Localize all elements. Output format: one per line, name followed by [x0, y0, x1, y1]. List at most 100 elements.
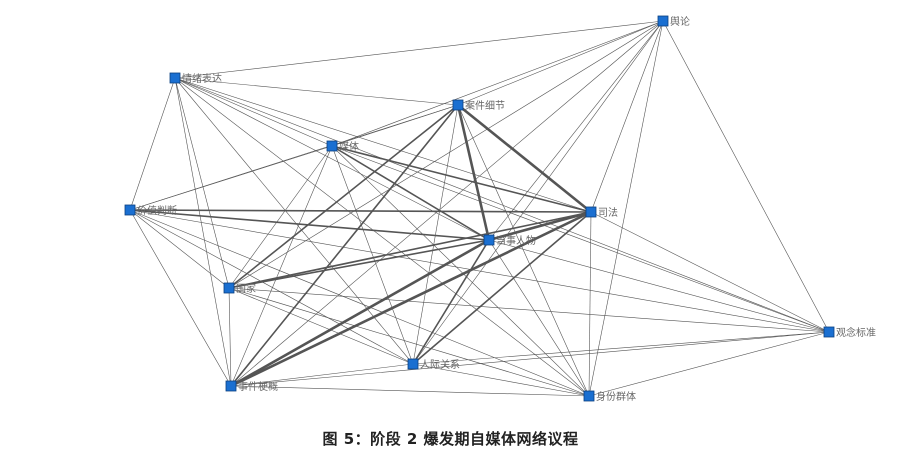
- node-shenfen: 身份群体: [583, 390, 636, 403]
- edge-yulun-shenfen: [588, 20, 664, 397]
- edge-jiazhi-dangshi: [129, 209, 490, 241]
- edge-sifa-shenfen: [588, 211, 592, 397]
- edge-guannian-renji: [412, 331, 830, 365]
- edge-qingxu-guannian: [174, 77, 830, 333]
- node-label: 价值判断: [137, 204, 177, 217]
- edge-meiti-sifa: [331, 145, 592, 213]
- edge-anjian-guojia: [228, 104, 459, 289]
- edge-meiti-dangshi: [331, 145, 490, 241]
- node-renji: 人际关系: [407, 358, 460, 371]
- edge-guannian-shijian: [230, 331, 830, 387]
- node-label: 观念标准: [836, 326, 876, 339]
- edge-jiazhi-guannian: [129, 209, 830, 333]
- edge-sifa-dangshi: [488, 210, 592, 242]
- edge-sifa-renji: [412, 211, 592, 365]
- node-label: 司法: [598, 206, 618, 219]
- edge-dangshi-shijian: [230, 238, 490, 388]
- edge-guojia-guannian: [228, 287, 830, 333]
- node-marker: [452, 99, 464, 111]
- node-dangshi: 当事人物: [483, 234, 536, 247]
- edge-yulun-qingxu: [174, 20, 664, 79]
- edge-qingxu-shenfen: [174, 77, 590, 397]
- edge-qingxu-renji: [174, 77, 414, 365]
- figure-caption: 图 5：阶段 2 爆发期自媒体网络议程: [322, 430, 579, 448]
- node-anjian: 案件细节: [452, 99, 505, 112]
- edge-jiazhi-shenfen: [129, 209, 590, 397]
- node-sifa: 司法: [585, 206, 618, 219]
- edge-shijian-shenfen: [230, 385, 590, 397]
- node-marker: [169, 72, 181, 84]
- edge-yulun-renji: [412, 20, 664, 365]
- edge-meiti-shijian: [230, 145, 333, 387]
- edge-jiazhi-sifa: [129, 209, 592, 213]
- edge-anjian-dangshi: [456, 104, 491, 241]
- node-shijian: 事件梗概: [225, 380, 278, 393]
- node-marker: [823, 326, 835, 338]
- node-marker: [326, 140, 338, 152]
- edge-jiazhi-shijian: [129, 209, 232, 387]
- edge-layer: [129, 20, 830, 397]
- edge-anjian-sifa: [457, 103, 592, 214]
- edge-guojia-shenfen: [228, 287, 590, 397]
- edge-yulun-guannian: [662, 20, 830, 333]
- edge-yulun-guojia: [228, 20, 664, 289]
- node-qingxu: 情绪表达: [169, 72, 222, 85]
- edge-guannian-shenfen: [588, 331, 830, 397]
- node-label: 案件细节: [465, 99, 505, 112]
- node-jiazhi: 价值判断: [124, 204, 177, 217]
- node-yulun: 舆论: [657, 15, 690, 28]
- node-marker: [124, 204, 136, 216]
- edge-qingxu-guojia: [174, 77, 230, 289]
- node-marker: [657, 15, 669, 27]
- edge-qingxu-anjian: [174, 77, 459, 106]
- edge-dangshi-renji: [412, 239, 490, 365]
- edge-yulun-meiti: [331, 20, 664, 147]
- node-marker: [223, 282, 235, 294]
- node-marker: [483, 234, 495, 246]
- edge-dangshi-guojia: [228, 239, 490, 289]
- edge-sifa-guannian: [590, 211, 830, 333]
- node-marker: [225, 380, 237, 392]
- node-guojia: 国家: [223, 282, 256, 295]
- edge-yulun-sifa: [590, 20, 664, 213]
- edge-meiti-renji: [331, 145, 414, 365]
- edge-renji-shenfen: [412, 363, 590, 397]
- edge-qingxu-meiti: [174, 77, 333, 147]
- edge-qingxu-shijian: [174, 77, 232, 387]
- edge-qingxu-jiazhi: [129, 77, 176, 211]
- edge-jiazhi-renji: [129, 209, 414, 365]
- node-label: 媒体: [339, 141, 359, 153]
- node-label: 人际关系: [420, 358, 460, 371]
- node-marker: [583, 390, 595, 402]
- edge-dangshi-shenfen: [488, 239, 590, 397]
- node-label: 情绪表达: [182, 72, 222, 85]
- edge-sifa-guojia: [228, 211, 592, 289]
- edge-meiti-jiazhi: [129, 145, 333, 211]
- edge-guojia-renji: [228, 287, 414, 365]
- edge-meiti-shenfen: [331, 145, 590, 397]
- edge-meiti-guannian: [331, 145, 830, 333]
- edge-jiazhi-guojia: [129, 209, 230, 289]
- edge-anjian-renji: [412, 104, 459, 365]
- edge-yulun-dangshi: [488, 20, 664, 241]
- node-label: 舆论: [670, 15, 690, 28]
- edge-qingxu-dangshi: [174, 77, 490, 241]
- node-label: 身份群体: [596, 390, 636, 403]
- node-label: 事件梗概: [238, 380, 278, 393]
- edge-dangshi-guannian: [488, 239, 830, 333]
- edge-yulun-anjian: [457, 20, 664, 106]
- edge-guojia-shijian: [228, 287, 232, 387]
- edge-anjian-shenfen: [457, 104, 590, 397]
- node-marker: [585, 206, 597, 218]
- edge-sifa-shijian: [230, 210, 592, 388]
- node-meiti: 媒体: [326, 140, 359, 153]
- node-guannian: 观念标准: [823, 326, 876, 339]
- edge-qingxu-sifa: [174, 77, 592, 213]
- edge-meiti-guojia: [228, 145, 333, 289]
- edge-renji-shijian: [230, 363, 414, 387]
- edge-yulun-shijian: [230, 20, 664, 387]
- node-label: 国家: [236, 282, 256, 295]
